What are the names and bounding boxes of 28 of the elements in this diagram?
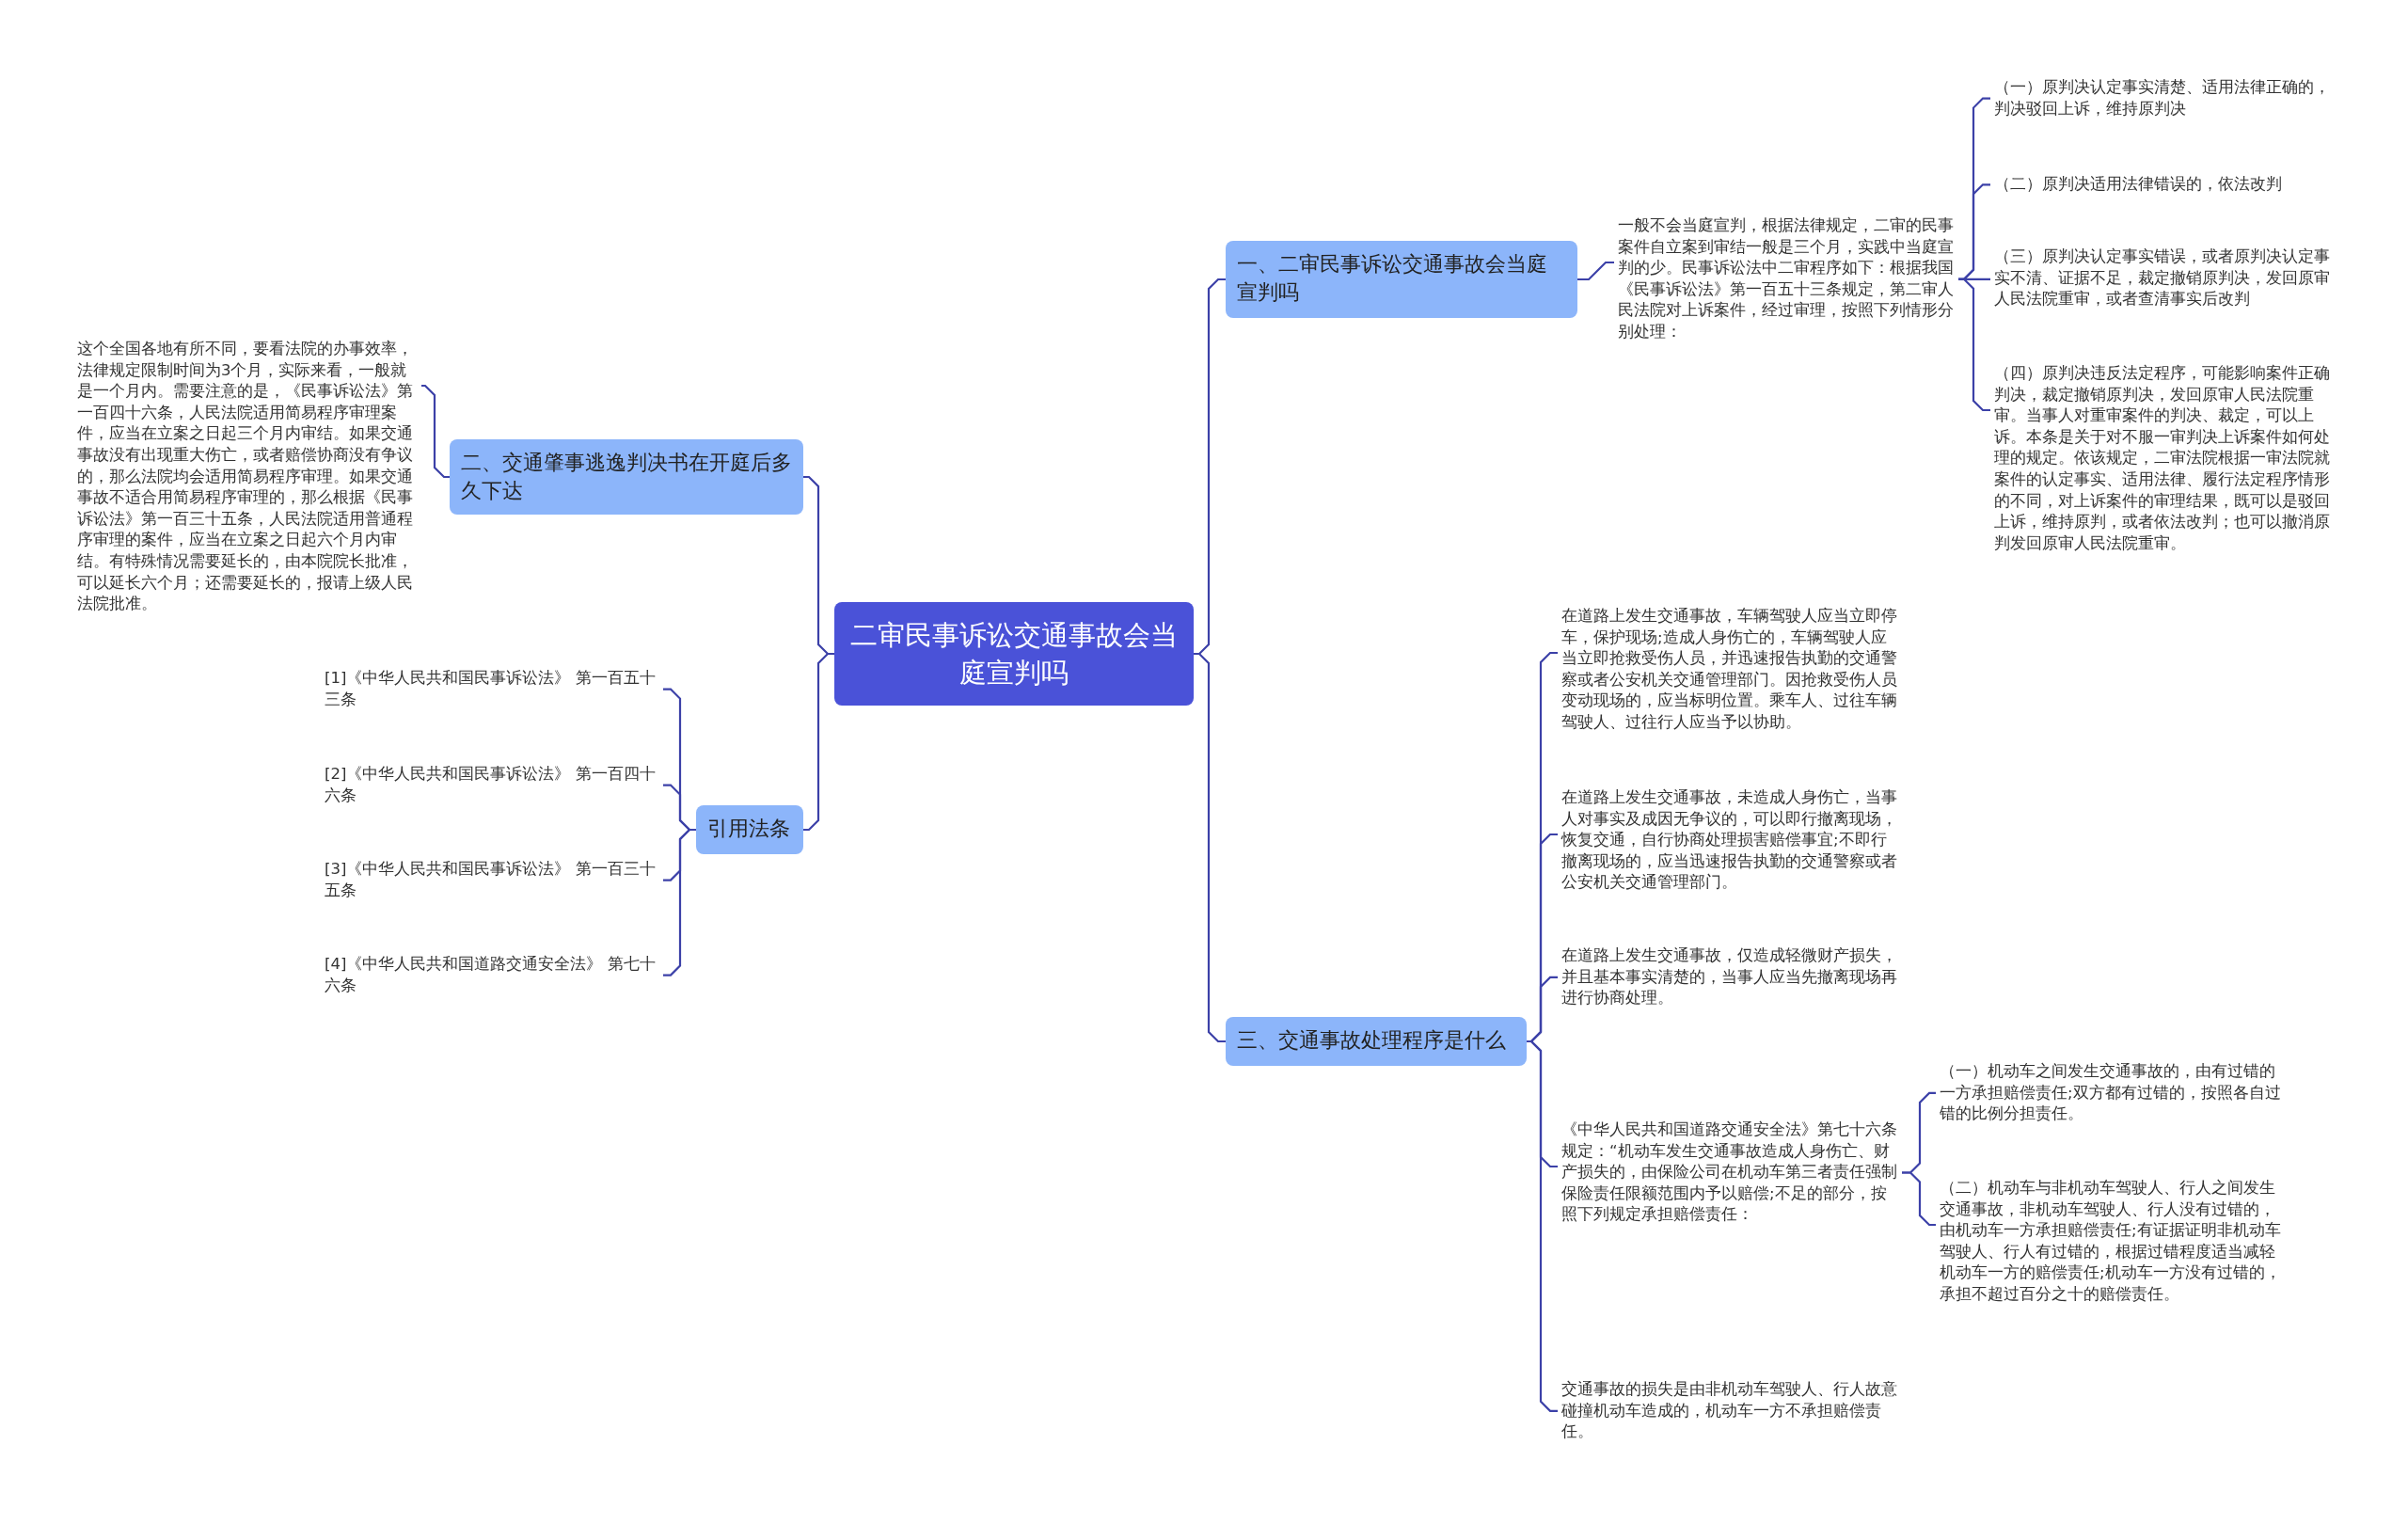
topic-text: 一般不会当庭宣判，根据法律规定，二审的民事案件自立案到审结一般是三个月，实践中当庭宣判的少。民事诉讼法中二审程序如下：根据我国《民事诉讼法》第一百五十三条规定，第二审人民法院对上诉案件，经过审理，按照下列情形分别处理： xyxy=(1618,215,1958,343)
central-topic: 二审民事诉讼交通事故会当庭宣判吗 xyxy=(834,602,1194,706)
topic-text: （二）原判决适用法律错误的，依法改判 xyxy=(1994,174,2342,196)
topic-text: （四）原判决违反法定程序，可能影响案件正确判决，裁定撤销原判决，发回原审人民法院重审。当事人对重审案件的判决、裁定，可以上诉。本条是关于对不服一审判决上诉案件如何处理的规定。依该规定，二审法院根据一审法院就案件的认定事实、适用法律、履行法定程序情形的不同，对上诉案件的审理结果，既可以是驳回上诉，维持原判，或者依法改判；也可以撤消原判发回原审人民法院重审。 xyxy=(1994,363,2342,555)
topic-text: （一）机动车之间发生交通事故的，由有过错的一方承担赔偿责任;双方都有过错的，按照各自过错的比例分担责任。 xyxy=(1940,1061,2284,1125)
connector-line xyxy=(663,828,696,976)
topic-box: 引用法条 xyxy=(696,805,803,854)
connector-line xyxy=(1577,261,1614,281)
topic-text: [1]《中华人民共和国民事诉讼法》 第一百五十三条 xyxy=(325,668,659,711)
topic-text: 在道路上发生交通事故，仅造成轻微财产损失，并且基本事实清楚的，当事人应当先撤离现场再进行协商处理。 xyxy=(1561,945,1902,1009)
topic-box: 三、交通事故处理程序是什么 xyxy=(1226,1017,1527,1066)
topic-text: （一）原判决认定事实清楚、适用法律正确的，判决驳回上诉，维持原判决 xyxy=(1994,77,2342,120)
topic-text: 在道路上发生交通事故，车辆驾驶人应当立即停车，保护现场;造成人身伤亡的，车辆驾驶人应当立即抢救受伤人员，并迅速报告执勤的交通警察或者公安机关交通管理部门。因抢救受伤人员变动现场的，应当标明位置。乘车人、过往车辆驾驶人、过往行人应当予以协助。 xyxy=(1561,606,1902,734)
topic-box: 二、交通肇事逃逸判决书在开庭后多久下达 xyxy=(450,439,803,515)
topic-text: [2]《中华人民共和国民事诉讼法》 第一百四十六条 xyxy=(325,764,659,807)
topic-text: （二）机动车与非机动车驾驶人、行人之间发生交通事故，非机动车驾驶人、行人没有过错的，由机动车一方承担赔偿责任;有证据证明非机动车驾驶人、行人有过错的，根据过错程度适当减轻机动车一方的赔偿责任;机动车一方没有过错的，承担不超过百分之十的赔偿责任。 xyxy=(1940,1178,2284,1306)
topic-text: [4]《中华人民共和国道路交通安全法》 第七十六条 xyxy=(325,954,659,997)
connector-line xyxy=(421,384,450,479)
connector-line xyxy=(1958,278,1990,412)
topic-text: 交通事故的损失是由非机动车驾驶人、行人故意碰撞机动车造成的，机动车一方不承担赔偿责任。 xyxy=(1561,1379,1902,1443)
topic-text: 《中华人民共和国道路交通安全法》第七十六条规定：“机动车发生交通事故造成人身伤亡、财产损失的，由保险公司在机动车第三者责任强制保险责任限额范围内予以赔偿;不足的部分，按照下列规定承担赔偿责任： xyxy=(1561,1119,1902,1226)
connector-line xyxy=(1902,1171,1936,1227)
topic-text: （三）原判决认定事实错误，或者原判决认定事实不清、证据不足，裁定撤销原判决，发回原审人民法院重审，或者查清事实后改判 xyxy=(1994,246,2342,310)
topic-text: 在道路上发生交通事故，未造成人身伤亡，当事人对事实及成因无争议的，可以即行撤离现场，恢复交通，自行协商处理损害赔偿事宜;不即行撤离现场的，应当迅速报告执勤的交通警察或者公安机关交通管理部门。 xyxy=(1561,787,1902,894)
topic-text: 这个全国各地有所不同，要看法院的办事效率，法律规定限制时间为3个月，实际来看，一般就是一个月内。需要注意的是，《民事诉讼法》第一百四十六条，人民法院适用简易程序审理案件，应当在立案之日起三个月内审结。如果交通事故没有出现重大伤亡，或者赔偿协商没有争议的，那么法院均会适用简易程序审理。如果交通事故不适合用简易程序审理的，那么根据《民事诉讼法》第一百三十五条，人民法院适用普通程序审理的案件，应当在立案之日起六个月内审结。有特殊情况需要延长的，由本院院长批准，可以延长六个月；还需要延长的，报请上级人民法院批准。 xyxy=(77,339,418,615)
topic-box: 一、二审民事诉讼交通事故会当庭宣判吗 xyxy=(1226,241,1577,318)
topic-text: [3]《中华人民共和国民事诉讼法》 第一百三十五条 xyxy=(325,859,659,902)
connector-line xyxy=(803,652,834,832)
